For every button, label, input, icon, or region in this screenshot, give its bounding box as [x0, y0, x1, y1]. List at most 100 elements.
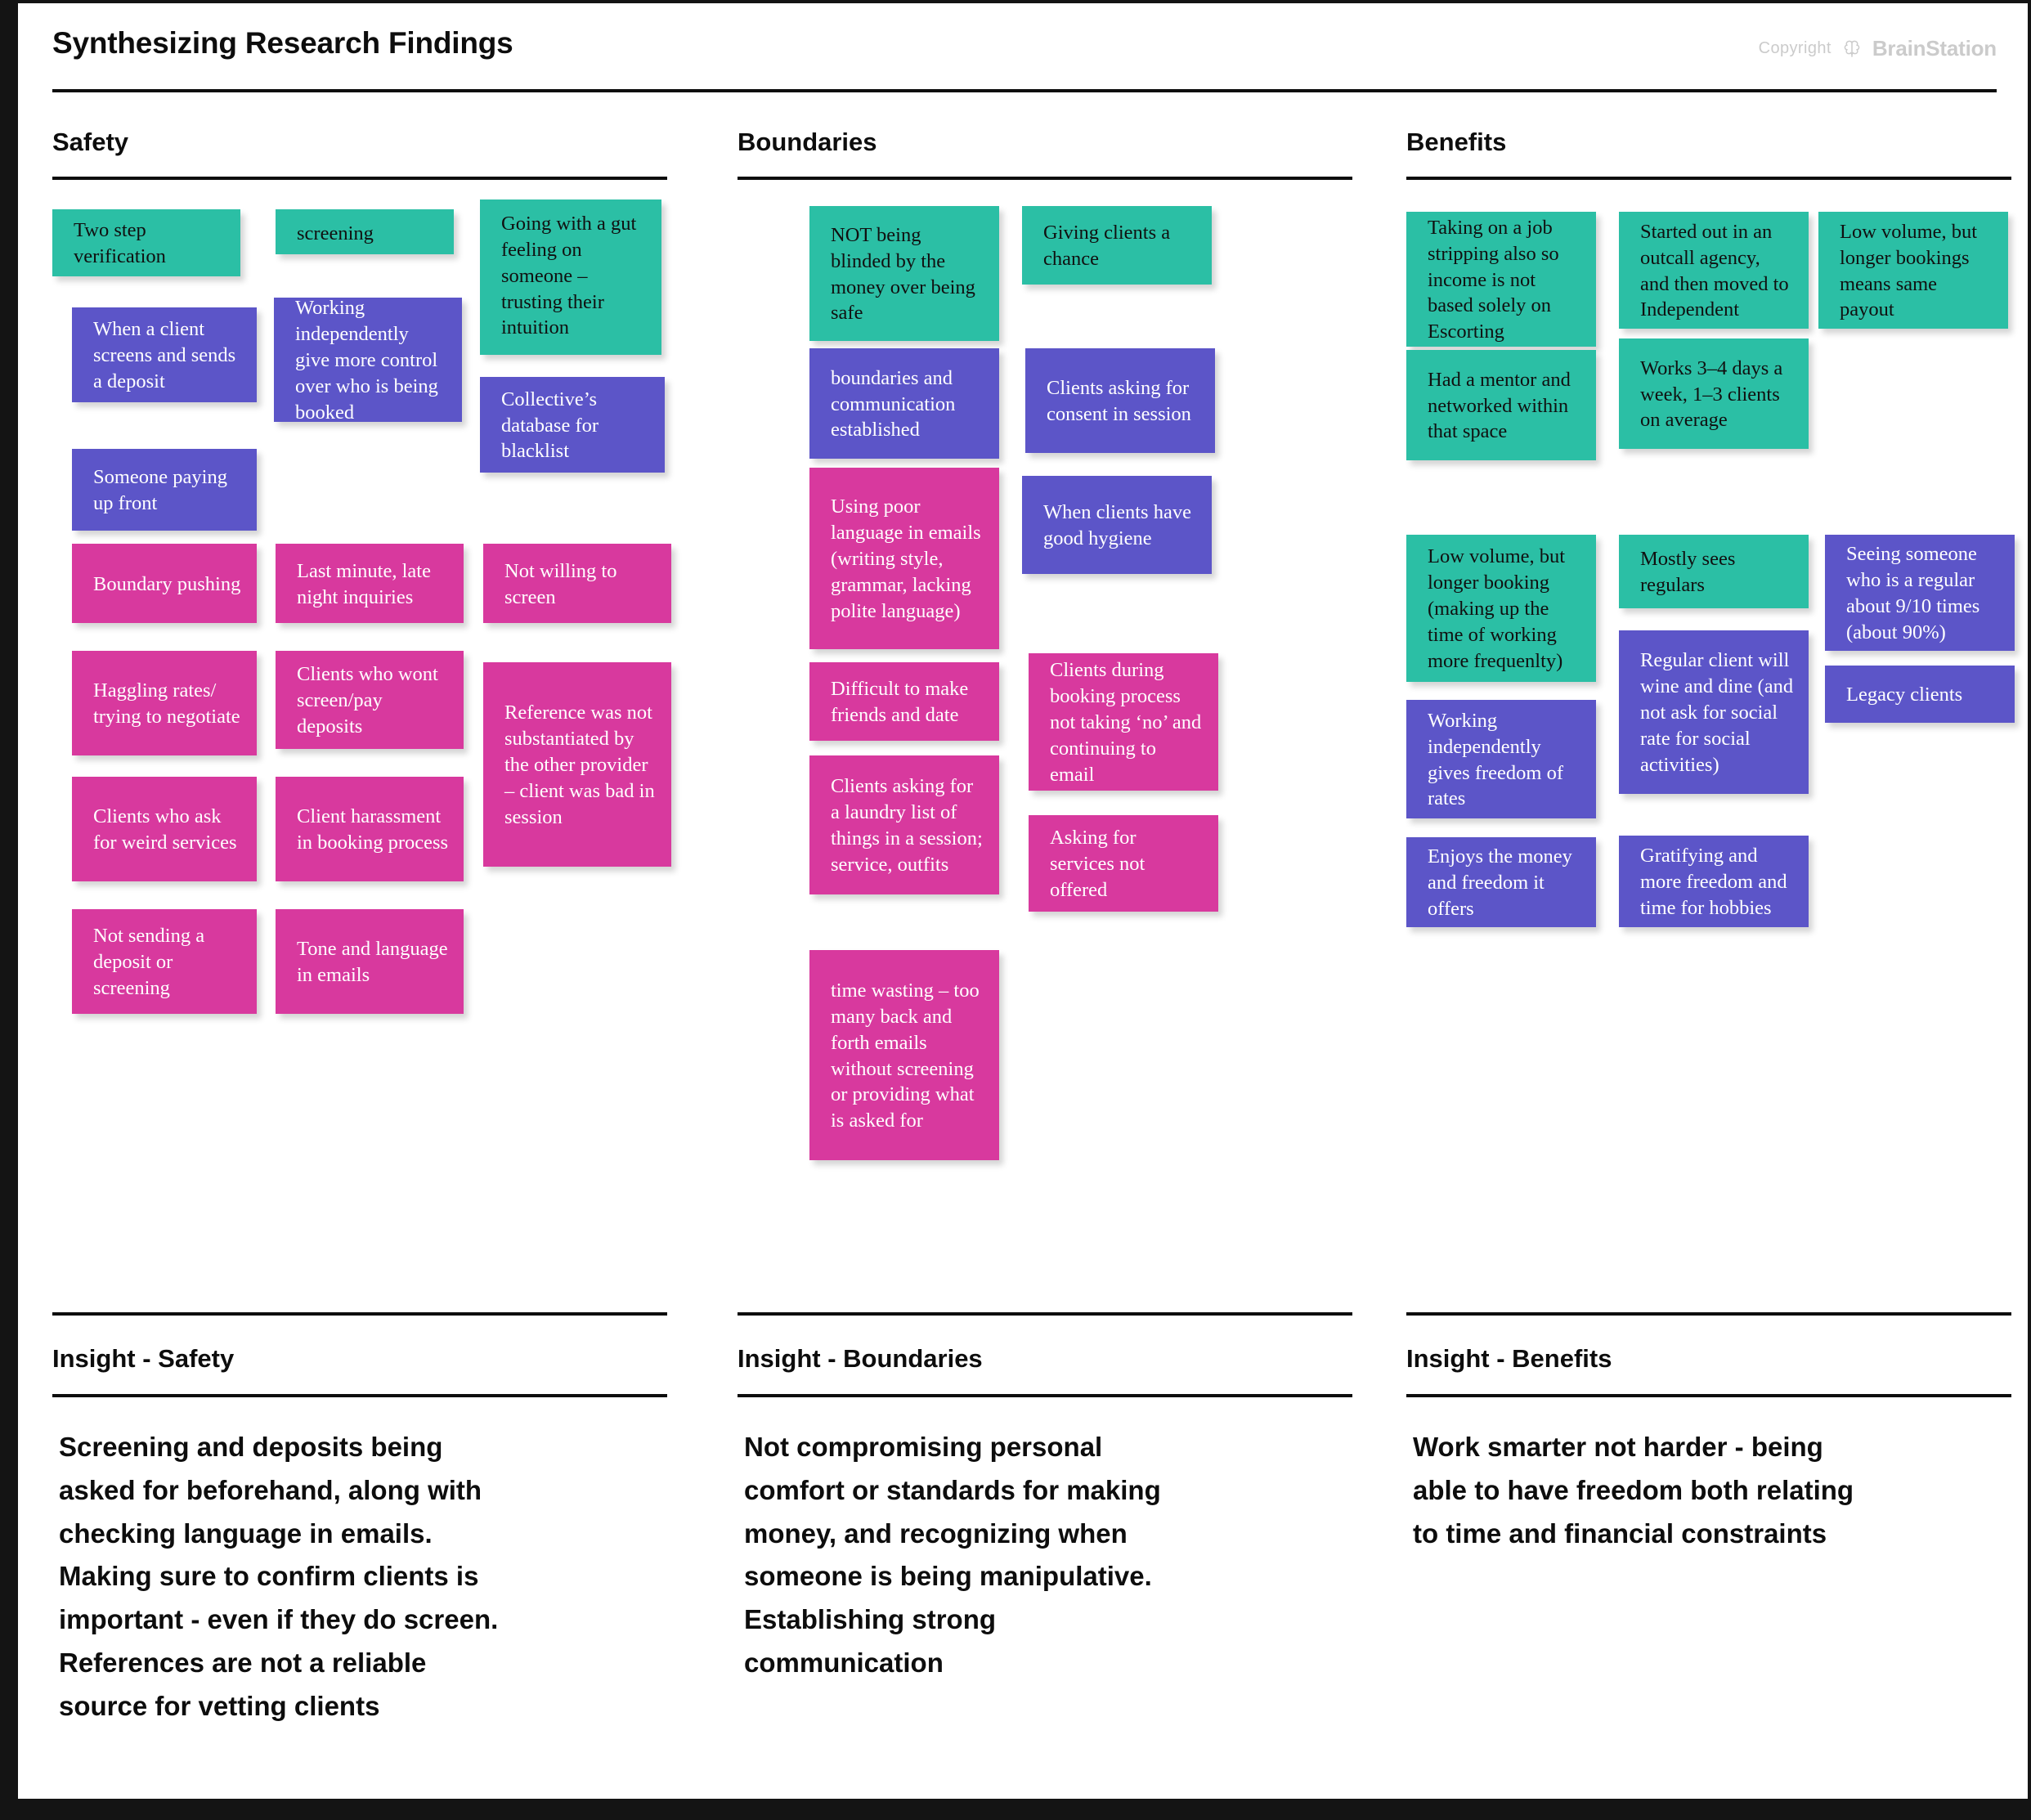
sticky-note[interactable]: Works 3–4 days a week, 1–3 clients on av… [1619, 338, 1809, 449]
sticky-note[interactable]: Reference was not substantiated by the o… [483, 662, 671, 867]
sticky-note[interactable]: Enjoys the money and freedom it offers [1406, 837, 1596, 927]
sticky-note-text: Had a mentor and networked within that s… [1428, 368, 1571, 443]
sticky-note[interactable]: Clients asking for consent in session [1025, 348, 1215, 453]
column-title-benefits: Benefits [1406, 128, 1507, 156]
sticky-note-text: Asking for services not offered [1050, 827, 1146, 901]
sticky-note-text: Clients asking for consent in session [1047, 377, 1191, 425]
insight-title-insight-benefits: Insight - Benefits [1406, 1344, 1612, 1373]
sticky-note[interactable]: Mostly sees regulars [1619, 535, 1809, 608]
sticky-note[interactable]: Clients who ask for weird services [72, 777, 257, 881]
sticky-note[interactable]: Low volume, but longer booking (making u… [1406, 535, 1596, 682]
sticky-note-text: Difficult to make friends and date [831, 678, 969, 726]
sticky-note[interactable]: Started out in an outcall agency, and th… [1619, 212, 1809, 329]
sticky-note-text: Gratifying and more freedom and time for… [1640, 845, 1787, 919]
sticky-note[interactable]: Not willing to screen [483, 544, 671, 623]
column-title-safety: Safety [52, 128, 129, 156]
sticky-note[interactable]: Had a mentor and networked within that s… [1406, 350, 1596, 460]
sticky-note[interactable]: Working independently give more control … [274, 298, 462, 422]
sticky-note[interactable]: Difficult to make friends and date [809, 662, 999, 741]
insight-divider-top-insight-safety [52, 1312, 667, 1316]
sticky-note-text: Collective’s database for blacklist [501, 388, 599, 463]
sticky-note[interactable]: Last minute, late night inquiries [276, 544, 464, 623]
insight-title-insight-safety: Insight - Safety [52, 1344, 235, 1373]
page-title: Synthesizing Research Findings [52, 26, 513, 60]
sticky-note-text: When clients have good hygiene [1043, 501, 1191, 549]
sticky-note[interactable]: Legacy clients [1825, 666, 2015, 723]
sticky-note[interactable]: Asking for services not offered [1029, 815, 1218, 912]
sticky-note[interactable]: Boundary pushing [72, 544, 257, 623]
sticky-note[interactable]: Clients asking for a laundry list of thi… [809, 755, 999, 894]
sticky-note-text: Low volume, but longer booking (making u… [1428, 545, 1566, 672]
sticky-note-text: Someone paying up front [93, 466, 227, 514]
sticky-note[interactable]: time wasting – too many back and forth e… [809, 950, 999, 1160]
sticky-note-text: Mostly sees regulars [1640, 548, 1736, 596]
sticky-note-text: Not willing to screen [504, 559, 617, 608]
sticky-note[interactable]: Taking on a job stripping also so income… [1406, 212, 1596, 347]
insight-divider-top-insight-boundaries [738, 1312, 1352, 1316]
sticky-note[interactable]: Low volume, but longer bookings means sa… [1818, 212, 2008, 329]
column-divider-safety [52, 177, 667, 180]
sticky-note-text: Regular client will wine and dine (and n… [1640, 649, 1794, 776]
header-divider [52, 89, 1997, 92]
sticky-note-text: Last minute, late night inquiries [297, 559, 431, 608]
sticky-note-text: time wasting – too many back and forth e… [831, 979, 980, 1132]
sticky-note-text: Two step verification [74, 219, 166, 267]
brand-name: BrainStation [1872, 36, 1997, 61]
sticky-note-text: Started out in an outcall agency, and th… [1640, 220, 1789, 321]
insight-divider-top-insight-benefits [1406, 1312, 2011, 1316]
sticky-note-text: Legacy clients [1846, 684, 1963, 706]
insight-divider-bottom-insight-benefits [1406, 1394, 2011, 1397]
sticky-note[interactable]: When a client screens and sends a deposi… [72, 307, 257, 402]
sticky-note-text: boundaries and communication established [831, 366, 956, 442]
insight-title-insight-boundaries: Insight - Boundaries [738, 1344, 983, 1373]
sticky-note-text: When a client screens and sends a deposi… [93, 318, 236, 392]
sticky-note-text: Boundary pushing [93, 572, 241, 595]
sticky-note-text: Clients who ask for weird services [93, 805, 237, 854]
sticky-note[interactable]: Not sending a deposit or screening [72, 909, 257, 1014]
sticky-note-text: Works 3–4 days a week, 1–3 clients on av… [1640, 356, 1783, 432]
sticky-note[interactable]: Someone paying up front [72, 449, 257, 531]
sticky-note[interactable]: Giving clients a chance [1022, 206, 1212, 285]
insight-divider-bottom-insight-safety [52, 1394, 667, 1397]
sticky-note-text: Seeing someone who is a regular about 9/… [1846, 543, 1980, 643]
sticky-note[interactable]: boundaries and communication established [809, 348, 999, 459]
insight-divider-bottom-insight-boundaries [738, 1394, 1352, 1397]
sticky-note[interactable]: NOT being blinded by the money over bein… [809, 206, 999, 341]
sticky-note-text: Clients during booking process not takin… [1050, 659, 1202, 786]
sticky-note[interactable]: Regular client will wine and dine (and n… [1619, 630, 1809, 794]
sticky-note-text: Taking on a job stripping also so income… [1428, 216, 1559, 343]
sticky-note-text: Clients who wont screen/pay deposits [297, 663, 438, 737]
sticky-note[interactable]: Working independently gives freedom of r… [1406, 700, 1596, 818]
brain-icon [1840, 38, 1863, 61]
column-divider-benefits [1406, 177, 2011, 180]
brand-lockup: Copyright BrainStation [1759, 36, 1997, 61]
sticky-note[interactable]: Using poor language in emails (writing s… [809, 468, 999, 649]
sticky-note-text: Using poor language in emails (writing s… [831, 495, 981, 622]
sticky-note[interactable]: Collective’s database for blacklist [480, 377, 665, 473]
sticky-note[interactable]: Tone and language in emails [276, 909, 464, 1014]
column-divider-boundaries [738, 177, 1352, 180]
column-title-boundaries: Boundaries [738, 128, 877, 156]
sticky-note-text: screening [297, 222, 374, 244]
sticky-note[interactable]: Clients during booking process not takin… [1029, 653, 1218, 791]
sticky-note[interactable]: Client harassment in booking process [276, 777, 464, 881]
sticky-note-text: Clients asking for a laundry list of thi… [831, 775, 983, 876]
copyright-label: Copyright [1758, 39, 1831, 57]
sticky-note[interactable]: Haggling rates/ trying to negotiate [72, 651, 257, 755]
board-surface: Synthesizing Research Findings Copyright… [18, 3, 2028, 1799]
sticky-note[interactable]: screening [276, 209, 454, 254]
sticky-note[interactable]: Seeing someone who is a regular about 9/… [1825, 535, 2015, 651]
sticky-note-text: Enjoys the money and freedom it offers [1428, 845, 1572, 920]
sticky-note[interactable]: Gratifying and more freedom and time for… [1619, 836, 1809, 927]
sticky-note-text: Client harassment in booking process [297, 805, 449, 854]
sticky-note-text: Reference was not substantiated by the o… [504, 702, 655, 828]
sticky-note-text: Tone and language in emails [297, 938, 448, 986]
sticky-note-text: Working independently gives freedom of r… [1428, 709, 1563, 810]
insight-body-insight-boundaries: Not compromising personal comfort or sta… [744, 1432, 1161, 1678]
sticky-note[interactable]: When clients have good hygiene [1022, 476, 1212, 574]
insight-body-insight-safety: Screening and deposits being asked for b… [59, 1432, 499, 1721]
sticky-note[interactable]: Going with a gut feeling on someone – tr… [480, 199, 661, 355]
sticky-note[interactable]: Clients who wont screen/pay deposits [276, 651, 464, 749]
sticky-note-text: Working independently give more control … [295, 298, 438, 422]
sticky-note[interactable]: Two step verification [52, 209, 240, 276]
